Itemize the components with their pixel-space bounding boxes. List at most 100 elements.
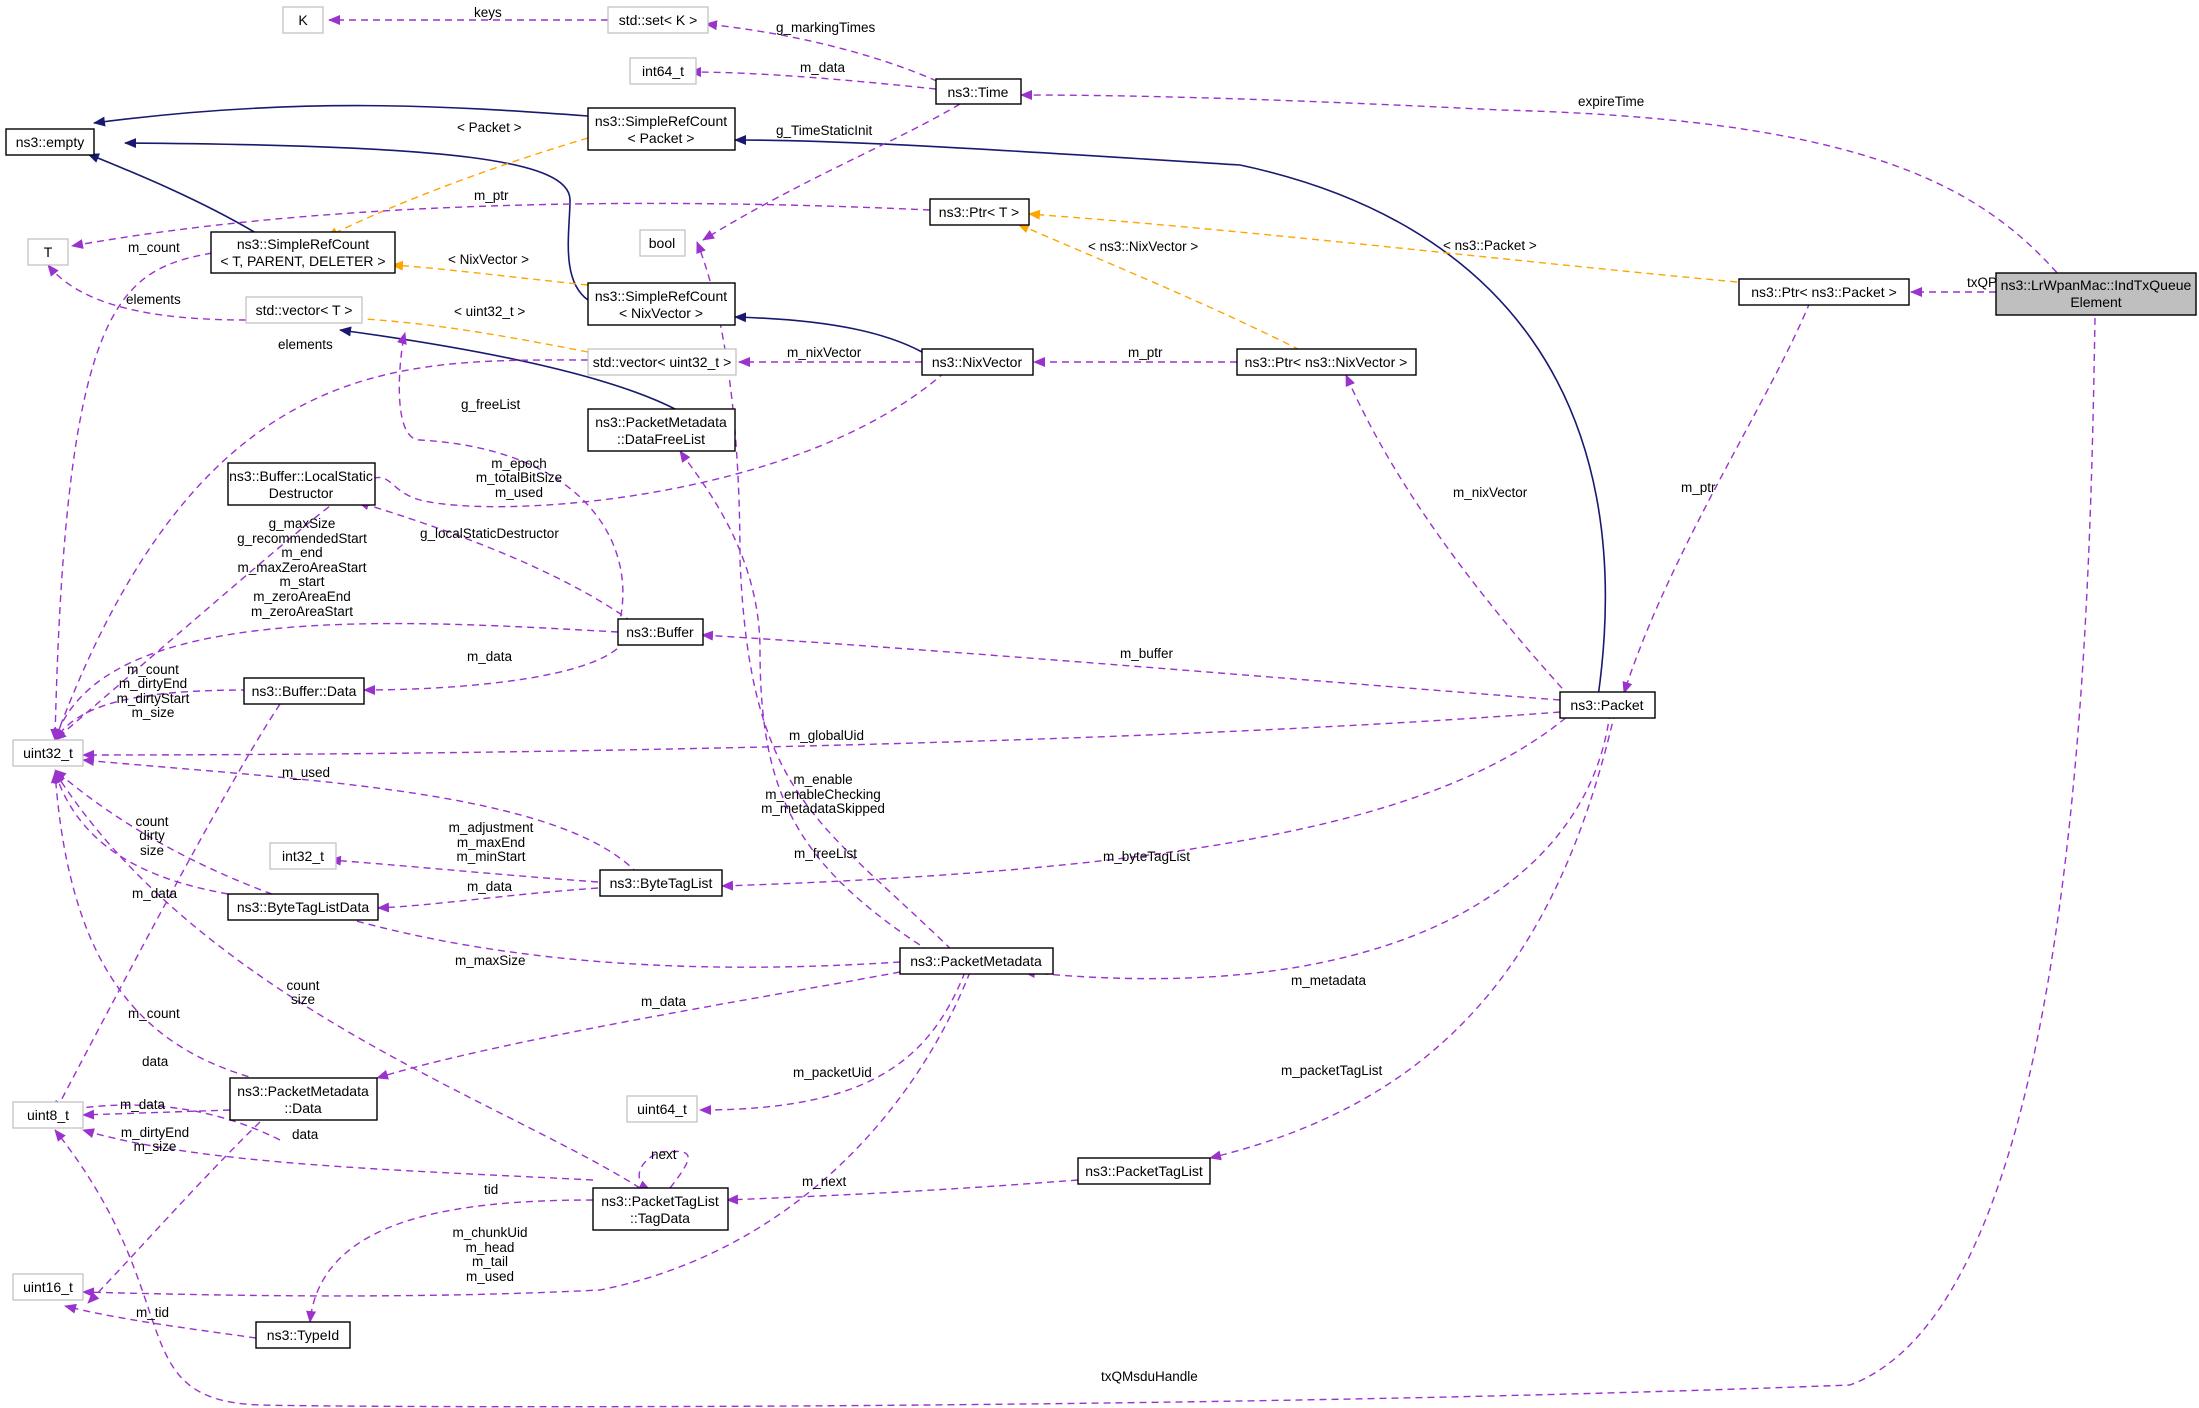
label-pm-fields2-1: m_head (466, 1240, 515, 1255)
edge-next (637, 1150, 689, 1191)
label-bufdata-fields-2: m_dirtyStart (117, 691, 190, 706)
node-ns3-PacketTagList[interactable]: ns3::PacketTagList (1077, 1157, 1211, 1185)
svg-text:ns3::PacketTagList: ns3::PacketTagList (1085, 1163, 1203, 1179)
svg-text:ns3::SimpleRefCount: ns3::SimpleRefCount (595, 288, 727, 304)
node-ns3-Time[interactable]: ns3::Time (935, 78, 1022, 105)
label-m-nixVector-vec: m_nixVector (787, 345, 862, 360)
label-btl-fields-0: m_adjustment (449, 820, 534, 835)
edge-m-data-u8 (82, 1109, 231, 1120)
node-ns3-TypeId[interactable]: ns3::TypeId (255, 1321, 351, 1349)
svg-text:ns3::PacketMetadata: ns3::PacketMetadata (595, 414, 727, 430)
node-int32-t[interactable]: int32_t (269, 842, 337, 870)
svg-text:Element: Element (2070, 294, 2121, 310)
node-ns3-Ptr-T[interactable]: ns3::Ptr< T > (929, 198, 1030, 226)
node-uint32-t[interactable]: uint32_t (12, 739, 84, 767)
edge-m-tid (64, 1303, 257, 1339)
edge-m-globalUid (82, 711, 1561, 760)
node-simplerefcount-tpd[interactable]: ns3::SimpleRefCount< T, PARENT, DELETER … (210, 231, 396, 274)
node-ns3-Ptr-NixVector[interactable]: ns3::Ptr< ns3::NixVector > (1236, 348, 1417, 376)
svg-text:std::set< K >: std::set< K > (619, 12, 698, 28)
svg-text:uint32_t: uint32_t (23, 745, 73, 761)
node-pm-datafreelist[interactable]: ns3::PacketMetadata::DataFreeList (587, 408, 736, 452)
node-std-set-K[interactable]: std::set< K > (607, 6, 709, 34)
node-ns3-empty[interactable]: ns3::empty (5, 128, 95, 156)
label-m-next: m_next (802, 1174, 847, 1189)
edge-packet-to-simplerefcount-packet (734, 135, 1607, 698)
node-ns3-Packet[interactable]: ns3::Packet (1559, 691, 1656, 719)
edge-expireTime (1020, 90, 2081, 301)
label-elements-u: elements (278, 337, 333, 352)
label-m-ptr-nix: m_ptr (1128, 345, 1163, 360)
edge-m-data-btl (377, 887, 599, 913)
label-m-byteTagList: m_byteTagList (1103, 849, 1190, 864)
nodes: K std::set< K > int64_t ns3::Time ns3::e… (5, 6, 2197, 1349)
edge-labels: keys g_markingTimes m_data expireTime < … (117, 5, 2008, 1384)
svg-text:K: K (298, 12, 308, 28)
label-m-data-time: m_data (800, 60, 846, 75)
label-bufdata-fields-0: m_count (127, 662, 179, 677)
edge-nixvector-tmpl (391, 260, 589, 286)
label-buffer-fields-4: m_start (279, 574, 324, 589)
label-cds-fields-1: dirty (139, 828, 165, 843)
label-cs-fields-0: count (286, 978, 319, 993)
edge-nix-fields (54, 371, 946, 741)
label-bufdata-fields-3: m_size (132, 705, 175, 720)
edge-cs-fields (54, 771, 641, 1189)
label-pmd-fields-0: m_dirtyEnd (121, 1125, 189, 1140)
label-pm-flags-0: m_enable (793, 772, 852, 787)
node-K[interactable]: K (282, 6, 324, 34)
label-pm-flags-1: m_enableChecking (765, 787, 881, 802)
node-uint64-t[interactable]: uint64_t (626, 1095, 698, 1123)
edge-m-byteTagList (721, 709, 1576, 891)
label-tid: tid (484, 1182, 498, 1197)
label-m-ptr-pkt: m_ptr (1681, 480, 1716, 495)
svg-text:Destructor: Destructor (269, 485, 334, 501)
label-m-data-u8: m_data (120, 1097, 166, 1112)
label-m-data-buf: m_data (467, 649, 513, 664)
edge-m-count (50, 252, 213, 741)
svg-text:ns3::Buffer::Data: ns3::Buffer::Data (252, 683, 357, 699)
svg-text:int64_t: int64_t (642, 63, 684, 79)
label-nix-fields-2: m_used (495, 485, 543, 500)
label-data-lbl: data (142, 1054, 169, 1069)
node-ns3-ByteTagListData[interactable]: ns3::ByteTagListData (227, 893, 379, 921)
node-int64-t[interactable]: int64_t (629, 57, 697, 85)
edge-packet-tmpl (326, 137, 589, 238)
edge-m-next (726, 1179, 1079, 1205)
label-buffer-fields-1: g_recommendedStart (237, 531, 367, 546)
node-ns3-PacketMetadata[interactable]: ns3::PacketMetadata (899, 947, 1054, 975)
node-simplerefcount-nix[interactable]: ns3::SimpleRefCount< NixVector > (587, 282, 736, 326)
label-m-data-btl: m_data (467, 879, 513, 894)
node-ns3-Ptr-Packet[interactable]: ns3::Ptr< ns3::Packet > (1738, 278, 1910, 306)
node-T[interactable]: T (27, 238, 69, 266)
svg-text:ns3::Buffer: ns3::Buffer (626, 624, 694, 640)
node-ptl-tagdata[interactable]: ns3::PacketTagList::TagData (592, 1187, 729, 1231)
node-ns3-NixVector[interactable]: ns3::NixVector (921, 348, 1034, 376)
edge-g-localStaticDestructor (357, 500, 633, 623)
node-buffer-data[interactable]: ns3::Buffer::Data (243, 677, 365, 705)
svg-text:int32_t: int32_t (282, 848, 324, 864)
node-bool[interactable]: bool (639, 229, 686, 257)
edge-ptr-nix-tmpl (1017, 223, 1301, 351)
node-ns3-ByteTagList[interactable]: ns3::ByteTagList (599, 869, 723, 897)
node-uint8-t[interactable]: uint8_t (12, 1101, 84, 1129)
svg-text:ns3::Ptr< ns3::NixVector >: ns3::Ptr< ns3::NixVector > (1245, 354, 1408, 370)
node-uint16-t[interactable]: uint16_t (12, 1273, 84, 1301)
svg-text:ns3::PacketTagList: ns3::PacketTagList (601, 1193, 719, 1209)
svg-text:ns3::SimpleRefCount: ns3::SimpleRefCount (595, 113, 727, 129)
node-std-vector-T[interactable]: std::vector< T > (245, 296, 363, 324)
label-g-freeList: g_freeList (461, 397, 521, 412)
edge-data-td (82, 1128, 594, 1181)
edge-pm-fields2 (82, 971, 971, 1298)
edge-g-TimeStaticInit (702, 103, 961, 241)
svg-text:uint16_t: uint16_t (23, 1279, 73, 1295)
edge-g-markingTimes (705, 20, 949, 87)
node-ns3-Buffer[interactable]: ns3::Buffer (617, 618, 704, 646)
label-m-buffer: m_buffer (1120, 646, 1174, 661)
node-std-vector-uint32[interactable]: std::vector< uint32_t > (587, 348, 737, 376)
node-simplerefcount-packet[interactable]: ns3::SimpleRefCount< Packet > (587, 107, 736, 151)
svg-text:bool: bool (649, 235, 675, 251)
node-pm-data[interactable]: ns3::PacketMetadata::Data (229, 1077, 378, 1121)
